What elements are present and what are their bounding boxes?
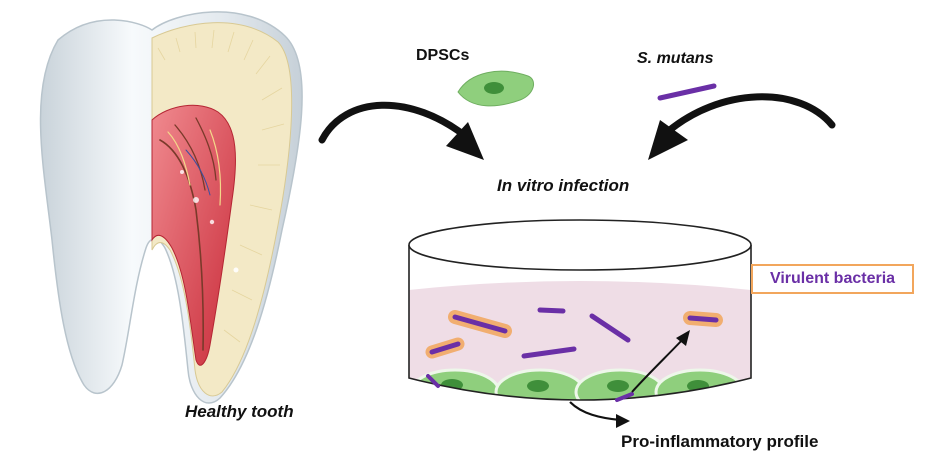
s-mutans-bacterium-icon <box>657 83 717 101</box>
tooth-illustration <box>39 11 303 404</box>
virulent-bacteria-box: Virulent bacteria <box>751 264 914 294</box>
virulent-bacteria-label: Virulent bacteria <box>769 270 896 287</box>
bacteria-in-medium <box>425 307 723 402</box>
dpscs-label: DPSCs <box>416 47 470 64</box>
arrow-bacteria-to-infection <box>648 93 836 160</box>
s-mutans-label: S. mutans <box>637 50 714 67</box>
dish-wall <box>408 245 752 401</box>
in-vitro-infection-label: In vitro infection <box>497 176 630 195</box>
dish-rim <box>408 219 752 271</box>
healthy-tooth-label: Healthy tooth <box>185 402 294 421</box>
dpsc-cell-icon <box>457 70 535 107</box>
pro-inflammatory-profile-label: Pro-inflammatory profile <box>621 432 819 451</box>
arrow-tooth-to-infection <box>318 101 484 160</box>
arrow-to-pro-inflammatory-profile <box>569 401 630 428</box>
arrow-to-virulent-bacteria <box>631 330 690 393</box>
